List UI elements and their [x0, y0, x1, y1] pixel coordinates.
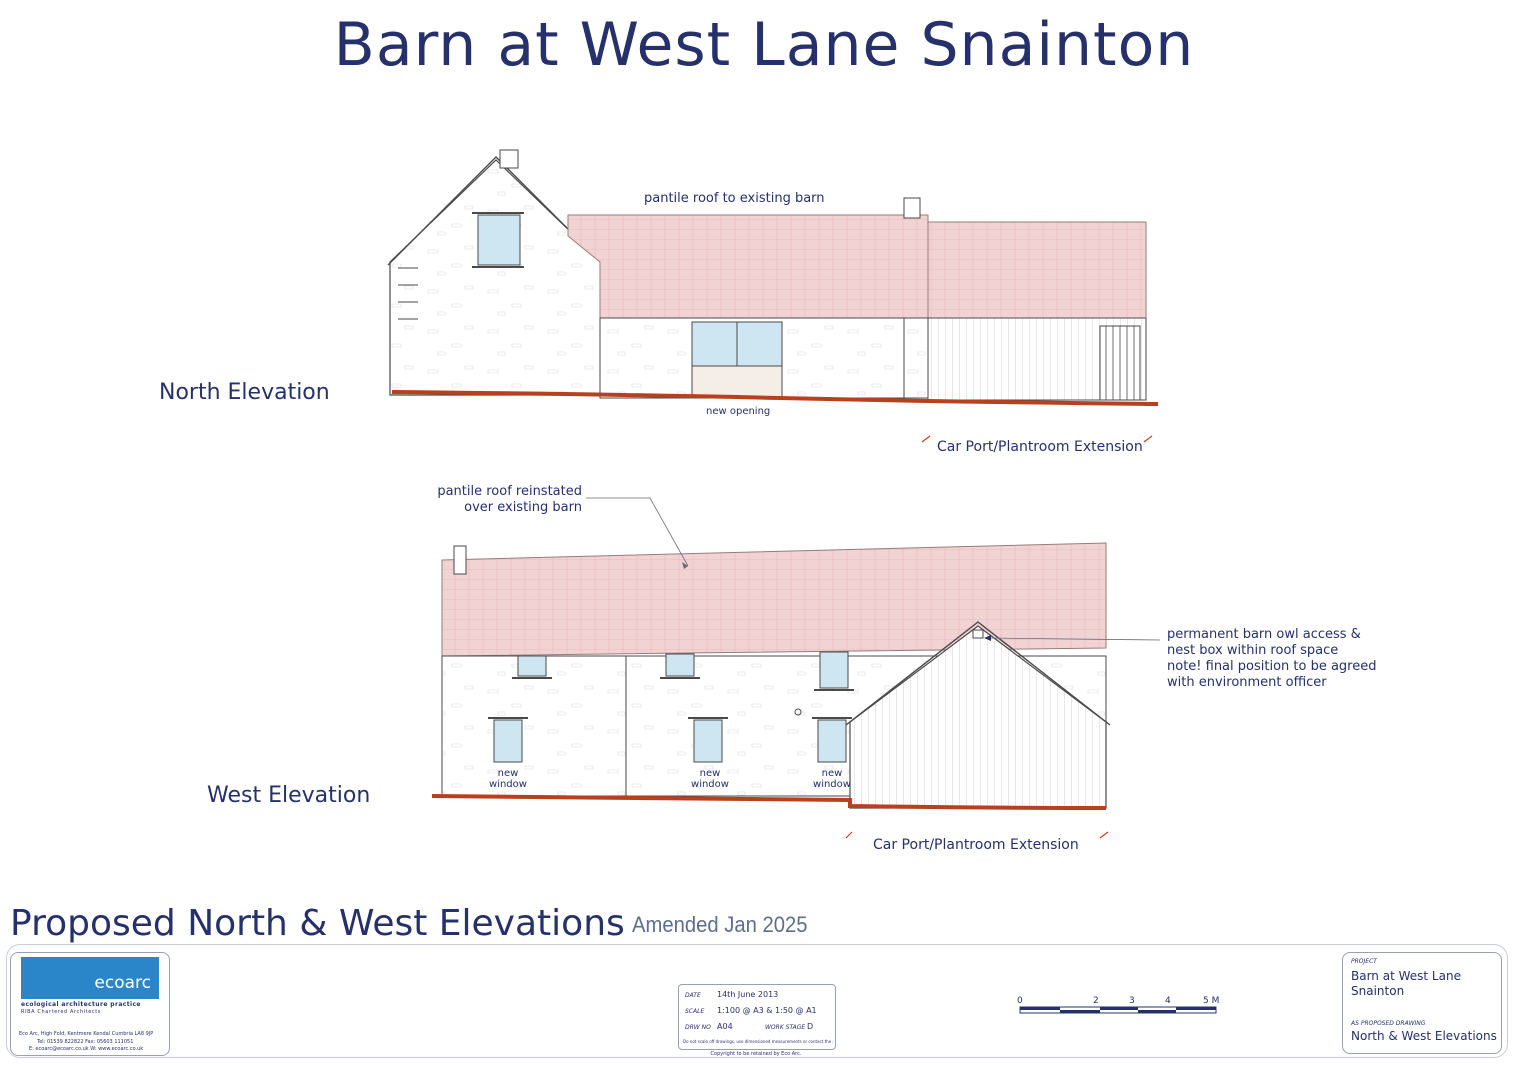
- practice-phone: Tel: 01539 822822 Fax: 05603 111051: [37, 1039, 134, 1045]
- copyright: Copyright to be retained by Eco Arc.: [710, 1051, 802, 1057]
- title-block-frame: [6, 944, 1508, 1058]
- scale-bar: [1019, 1006, 1217, 1014]
- north-opening-note: new opening: [706, 406, 771, 417]
- disclaimer: Do not scale off drawings, use dimension…: [683, 1039, 833, 1044]
- project-name-line2: Snainton: [1351, 984, 1405, 998]
- west-chimney: [453, 545, 467, 575]
- north-extension-label: Car Port/Plantroom Extension: [937, 439, 1143, 455]
- roof-note-leader: [586, 497, 689, 567]
- west-new-window-3: [817, 719, 847, 763]
- date-label: DATE: [685, 992, 701, 999]
- scale-label: SCALE: [685, 1008, 705, 1015]
- west-roof-note: pantile roof reinstated over existing ba…: [437, 484, 582, 515]
- west-ground-line: [431, 794, 1107, 810]
- project-name-line1: Barn at West Lane: [1351, 969, 1461, 983]
- scale-tick-4: 4: [1165, 996, 1171, 1006]
- practice-address: Eco Arc, High Fold, Kentmere Kendal Cumb…: [19, 1031, 154, 1037]
- sheet-heading: Proposed North & West Elevations: [10, 903, 625, 944]
- drawing-name: North & West Elevations: [1351, 1029, 1497, 1043]
- new-window-note-2: new window: [691, 768, 729, 790]
- north-barn: [567, 197, 929, 399]
- project-panel: PROJECT Barn at West Lane Snainton AS PR…: [1342, 952, 1502, 1054]
- date-value: 14th June 2013: [717, 990, 779, 999]
- north-ground-line: [391, 390, 1159, 406]
- west-new-window-2: [693, 719, 723, 763]
- owl-access-note: permanent barn owl access & nest box wit…: [1167, 627, 1377, 690]
- north-elevation-label: North Elevation: [159, 380, 330, 405]
- logo-panel: ecoarc ecological architecture practice …: [10, 952, 170, 1056]
- ecoarc-logo: ecoarc: [21, 957, 159, 999]
- drw-label: DRW No: [685, 1024, 711, 1031]
- owl-access-box: [972, 629, 984, 639]
- logo-tagline: ecological architecture practice: [21, 1001, 141, 1008]
- stage-label: WORK STAGE: [765, 1024, 806, 1031]
- drawing-title: Barn at West Lane Snainton: [333, 10, 1195, 80]
- north-extension: [927, 221, 1147, 401]
- scale-tick-2: 2: [1093, 996, 1099, 1006]
- owl-note-leader: [985, 637, 1161, 641]
- project-label: PROJECT: [1351, 958, 1377, 965]
- logo-subtitle: RIBA Chartered Architects: [21, 1009, 102, 1015]
- drawing-type-label: AS PROPOSED DRAWING: [1351, 1020, 1426, 1027]
- north-vent-chimney: [903, 197, 921, 219]
- west-new-window-1: [493, 719, 523, 763]
- amended-note: Amended Jan 2025: [632, 912, 808, 937]
- new-opening: [691, 365, 783, 399]
- logo-text: ecoarc: [94, 973, 151, 993]
- west-extension-label: Car Port/Plantroom Extension: [873, 837, 1079, 853]
- drawing-info-panel: DATE 14th June 2013 SCALE 1:100 @ A3 & 1…: [678, 984, 836, 1050]
- north-chimney: [499, 149, 519, 169]
- west-extension: [845, 621, 1111, 809]
- scale-value: 1:100 @ A3 & 1:50 @ A1: [717, 1006, 817, 1015]
- stage-value: D: [807, 1022, 814, 1031]
- scale-tick-0: 0: [1017, 996, 1023, 1006]
- scale-tick-5m: 5 M: [1203, 996, 1220, 1006]
- scale-tick-3: 3: [1129, 996, 1135, 1006]
- north-roof-note: pantile roof to existing barn: [644, 191, 825, 206]
- north-gable: [387, 149, 605, 396]
- practice-email: E: ecoarc@ecoarc.co.uk W: www.ecoarc.co.…: [29, 1046, 144, 1052]
- north-gable-window: [477, 214, 521, 266]
- west-elevation-label: West Elevation: [207, 783, 371, 808]
- new-window-note-1: new window: [489, 768, 527, 790]
- drw-value: A04: [717, 1022, 733, 1031]
- new-window-note-3: new window: [813, 768, 851, 790]
